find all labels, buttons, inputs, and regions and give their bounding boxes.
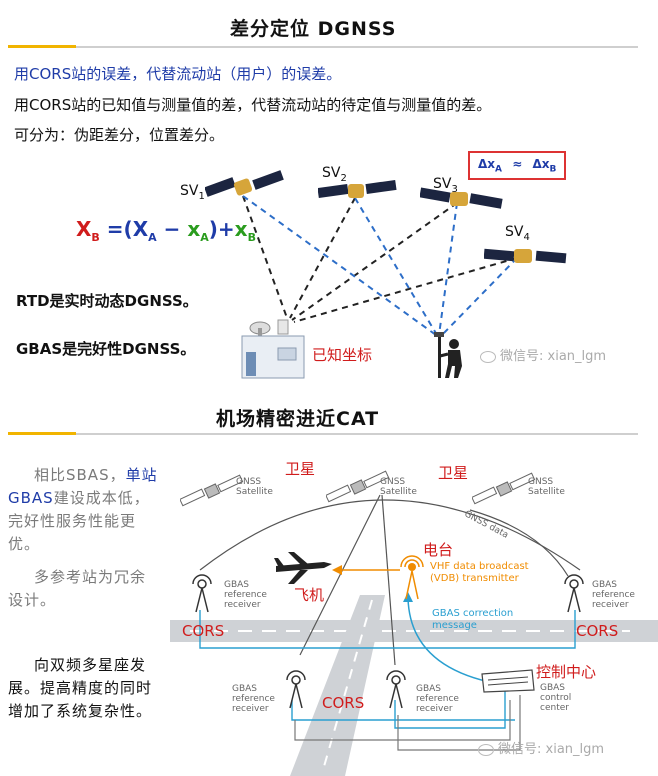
control-center-icon <box>478 664 538 694</box>
sv3-label: SV3 <box>433 176 458 195</box>
bottom-divider <box>8 433 638 435</box>
base-station-icon <box>236 316 310 380</box>
known-coord-label: 已知坐标 <box>312 344 372 365</box>
vhf-label: VHF data broadcast(VDB) transmitter <box>430 561 529 585</box>
reference-antenna-icon <box>562 572 586 614</box>
satellite-cn-label-2: 卫星 <box>438 462 468 483</box>
watermark-bottom: 微信号: xian_lgm <box>478 738 604 757</box>
satellite-icon <box>205 170 285 210</box>
satellite-cn-label-1: 卫星 <box>285 458 315 479</box>
left-para-2: 多参考站为冗余设计。 <box>8 566 160 612</box>
sv2-base-link <box>290 198 355 318</box>
sv1-rover-link <box>243 196 436 335</box>
sv3-base-link <box>292 203 457 320</box>
sv1-label: SV1 <box>180 183 205 202</box>
reference-antenna-icon <box>384 668 408 710</box>
wechat-icon <box>478 744 494 756</box>
cors-label-2: CORS <box>576 622 618 640</box>
gbas-note: GBAS是完好性DGNSS。 <box>16 338 195 359</box>
reference-antenna-icon <box>190 572 214 614</box>
bottom-divider-accent <box>8 432 76 435</box>
aircraft-icon <box>274 552 334 586</box>
left-para-3: 向双频多星座发展。提高精度的同时增加了系统复杂性。 <box>8 654 160 723</box>
satellite-icon <box>484 238 568 278</box>
rover-surveyor-icon <box>428 332 468 380</box>
rtd-note: RTD是实时动态DGNSS。 <box>16 290 198 311</box>
aircraft-cn-label: 飞机 <box>294 584 324 605</box>
sv1-base-link <box>243 196 287 318</box>
reference-antenna-icon <box>284 668 308 710</box>
control-center-cn-label: 控制中心 <box>536 661 596 682</box>
sv2-label: SV2 <box>322 165 347 184</box>
watermark: 微信号: xian_lgm <box>480 345 606 364</box>
dgnss-equation: XB =(XA − xA)+xB <box>76 217 256 244</box>
sv3-rover-link <box>439 203 457 335</box>
vdb-antenna-icon <box>400 555 424 601</box>
left-para-1: 相比SBAS，单站GBAS建设成本低，完好性服务性能更优。 <box>8 464 160 556</box>
radio-cn-label: 电台 <box>423 539 453 560</box>
wechat-icon <box>480 351 496 363</box>
bottom-title: 机场精密进近CAT <box>216 404 379 431</box>
cors-label-3: CORS <box>322 694 364 712</box>
delta-equation-box: ΔxA ≈ ΔxB <box>468 151 566 180</box>
cors-label-1: CORS <box>182 622 224 640</box>
sv4-label: SV4 <box>505 224 530 243</box>
